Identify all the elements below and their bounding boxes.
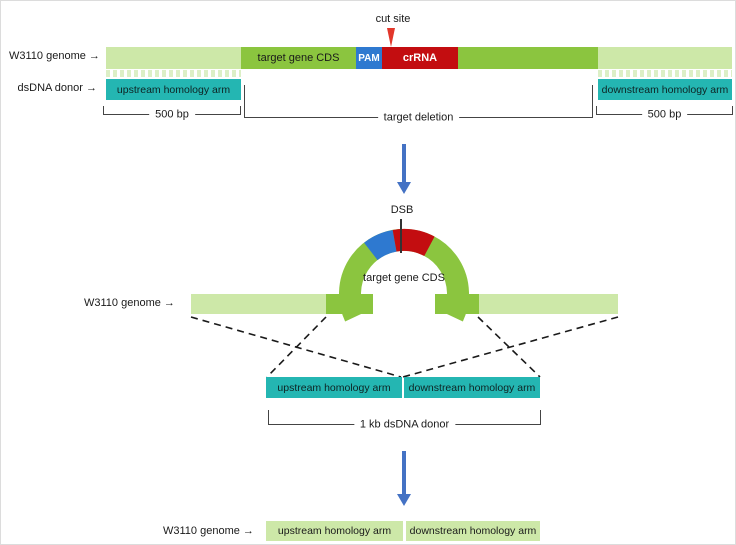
- dsb-label: DSB: [390, 204, 414, 216]
- recombination-dash-line-2: [266, 316, 327, 378]
- target-gene-cds-segment: target gene CDS: [241, 47, 356, 69]
- bottom-downstream-homology-arm: downstream homology arm: [406, 521, 540, 541]
- left-hybridization-ticks: [106, 70, 241, 77]
- middle-genome-row-label: W3110 genome →: [84, 297, 175, 309]
- crrna-label: crRNA: [402, 52, 438, 64]
- crrna-segment: crRNA: [382, 47, 458, 69]
- left-500bp-bracket: 500 bp: [103, 106, 241, 121]
- down-arrow-2-head-icon: [397, 494, 411, 506]
- bottom-downstream-arm-label: downstream homology arm: [409, 525, 537, 537]
- top-genome-bar: target gene CDS PAM crRNA: [1, 47, 735, 69]
- right-500bp-bracket: 500 bp: [596, 106, 733, 121]
- recombination-dash-line-1: [190, 316, 402, 378]
- top-upstream-homology-arm: upstream homology arm: [106, 79, 241, 100]
- top-genome-row-label: W3110 genome →: [9, 50, 100, 62]
- down-arrow-head-icon: [397, 182, 411, 194]
- pam-segment: PAM: [356, 47, 382, 69]
- bottom-upstream-homology-arm: upstream homology arm: [266, 521, 403, 541]
- right-hybridization-ticks: [598, 70, 732, 77]
- recombination-dash-line-4: [402, 316, 619, 378]
- loop-target-gene-cds-label: target gene CDS: [363, 272, 445, 284]
- mid-genome-left-flank: [191, 294, 326, 314]
- target-gene-cds-label: target gene CDS: [257, 52, 340, 64]
- top-donor-row-label: dsDNA donor →: [17, 82, 97, 94]
- dsdna-donor-bracket: 1 kb dsDNA donor: [268, 410, 541, 431]
- genome-right-flank-segment: [598, 47, 732, 69]
- middle-upstream-homology-arm: upstream homology arm: [266, 377, 402, 398]
- middle-upstream-arm-label: upstream homology arm: [277, 381, 391, 394]
- target-deletion-label: target deletion: [377, 111, 460, 124]
- cut-site-arrow-icon: [387, 28, 395, 47]
- right-500bp-label: 500 bp: [641, 108, 688, 121]
- mid-genome-right-flank: [479, 294, 618, 314]
- genome-left-flank-segment: [106, 47, 241, 69]
- pam-label: PAM: [358, 52, 380, 64]
- bottom-upstream-arm-label: upstream homology arm: [277, 525, 392, 537]
- dsb-pointer-line: [400, 219, 402, 253]
- genome-cds-right-segment: [458, 47, 598, 69]
- loop-right-leg: [435, 294, 479, 314]
- cut-site-label: cut site: [375, 13, 411, 25]
- middle-downstream-homology-arm: downstream homology arm: [404, 377, 540, 398]
- middle-genome-bar: [1, 294, 735, 314]
- dsdna-donor-label: 1 kb dsDNA donor: [353, 418, 456, 431]
- top-downstream-arm-label: downstream homology arm: [601, 83, 729, 96]
- recombination-dash-line-3: [477, 316, 541, 378]
- loop-left-leg: [326, 294, 373, 314]
- top-upstream-arm-label: upstream homology arm: [116, 83, 231, 96]
- left-500bp-label: 500 bp: [149, 108, 195, 121]
- middle-downstream-arm-label: downstream homology arm: [408, 381, 536, 394]
- target-deletion-bracket: target deletion: [244, 85, 593, 124]
- down-arrow-icon: [402, 144, 406, 183]
- loop-pam-arc: [364, 229, 398, 261]
- bottom-genome-row-label: W3110 genome →: [163, 525, 254, 537]
- top-downstream-homology-arm: downstream homology arm: [598, 79, 732, 100]
- down-arrow-2-icon: [402, 451, 406, 495]
